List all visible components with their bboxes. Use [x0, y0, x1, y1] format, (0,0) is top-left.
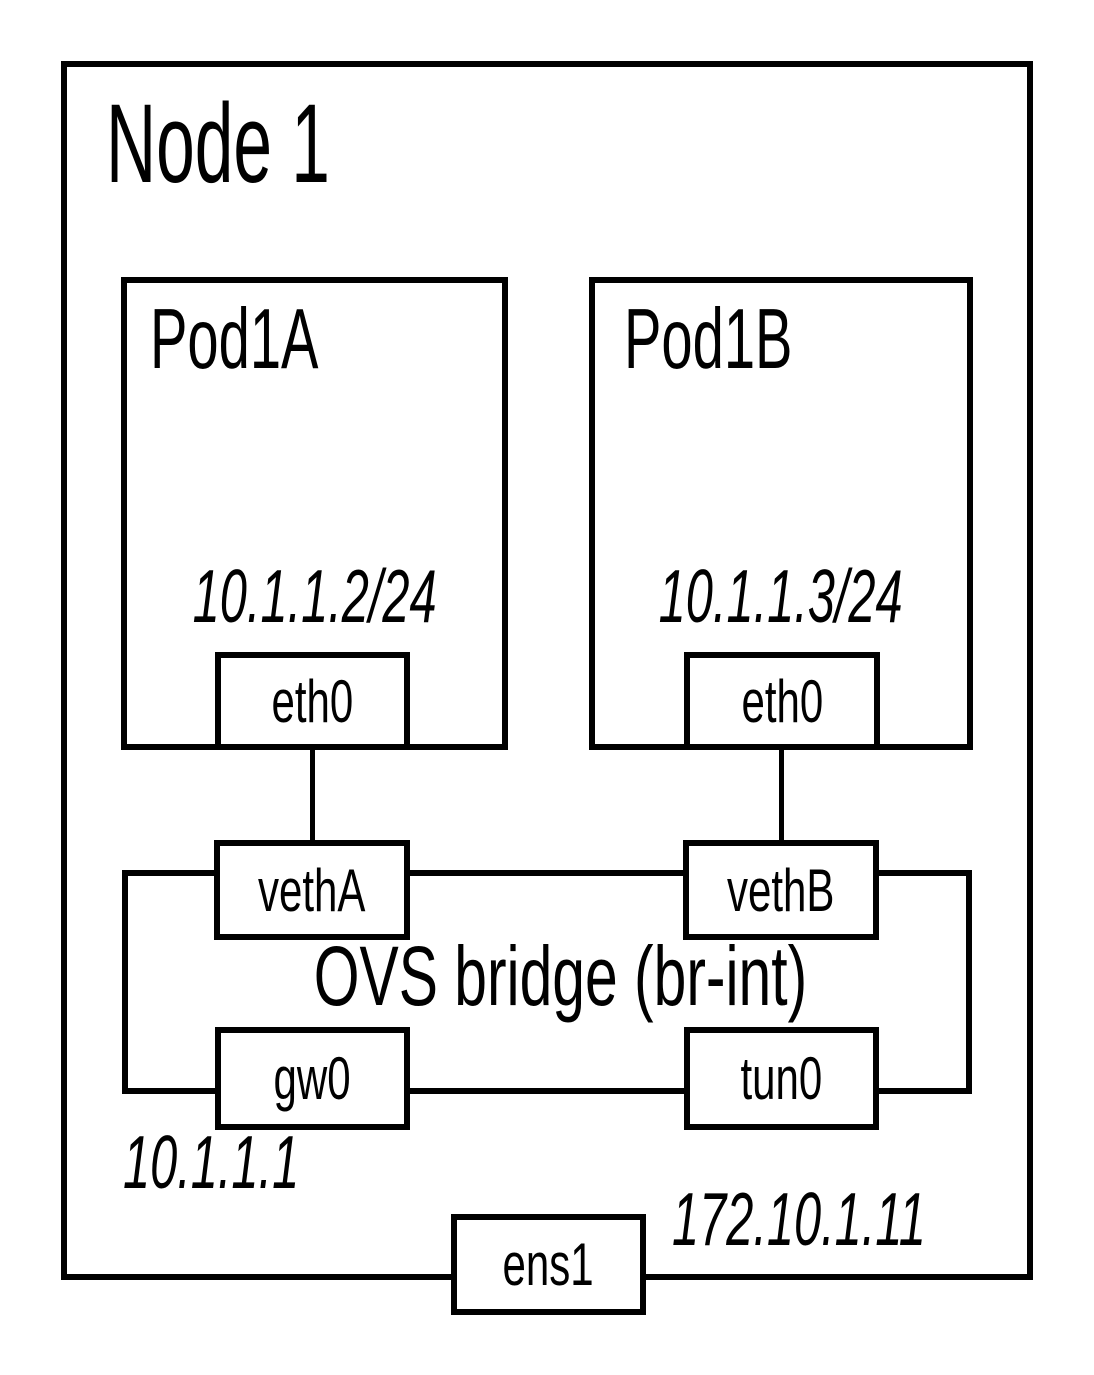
tun0-port: tun0: [684, 1027, 879, 1130]
host-ip-label: 172.10.1.11: [672, 1182, 1063, 1257]
pod1b-eth0-port: eth0: [684, 652, 880, 750]
ens1-port: ens1: [451, 1214, 646, 1315]
vethb-port: vethB: [683, 840, 879, 940]
gateway-ip-text: 10.1.1.1: [123, 1120, 300, 1204]
vethb-label: vethB: [727, 856, 835, 924]
gw0-label: gw0: [273, 1045, 352, 1112]
node-title-text: Node 1: [106, 81, 330, 206]
pod1b-eth0-label: eth0: [741, 667, 823, 735]
pod1b-ip-label: 10.1.1.3/24: [589, 559, 973, 634]
connector-eth0-vethb: [779, 745, 784, 845]
pod1b-box: [589, 277, 973, 750]
ens1-label: ens1: [502, 1231, 595, 1298]
host-ip-text: 172.10.1.11: [672, 1177, 926, 1261]
pod1b-title-text: Pod1B: [624, 292, 793, 387]
gateway-ip-label: 10.1.1.1: [123, 1125, 394, 1200]
ovs-bridge-label: OVS bridge (br-int): [135, 934, 985, 1018]
vetha-port: vethA: [214, 840, 410, 940]
vetha-label: vethA: [258, 856, 366, 924]
pod1b-title: Pod1B: [624, 297, 879, 382]
pod1a-eth0-port: eth0: [215, 652, 410, 750]
pod1a-title: Pod1A: [150, 297, 405, 382]
pod1a-ip-text: 10.1.1.2/24: [192, 554, 437, 638]
connector-eth0-vetha: [310, 745, 315, 845]
pod1b-ip-text: 10.1.1.3/24: [659, 554, 903, 638]
pod1a-ip-label: 10.1.1.2/24: [121, 559, 508, 634]
gw0-port: gw0: [215, 1027, 410, 1130]
node-title: Node 1: [106, 88, 467, 200]
tun0-label: tun0: [740, 1045, 823, 1112]
pod1a-title-text: Pod1A: [150, 292, 319, 387]
pod1a-eth0-label: eth0: [271, 667, 354, 735]
ovs-bridge-label-text: OVS bridge (br-int): [313, 929, 807, 1023]
